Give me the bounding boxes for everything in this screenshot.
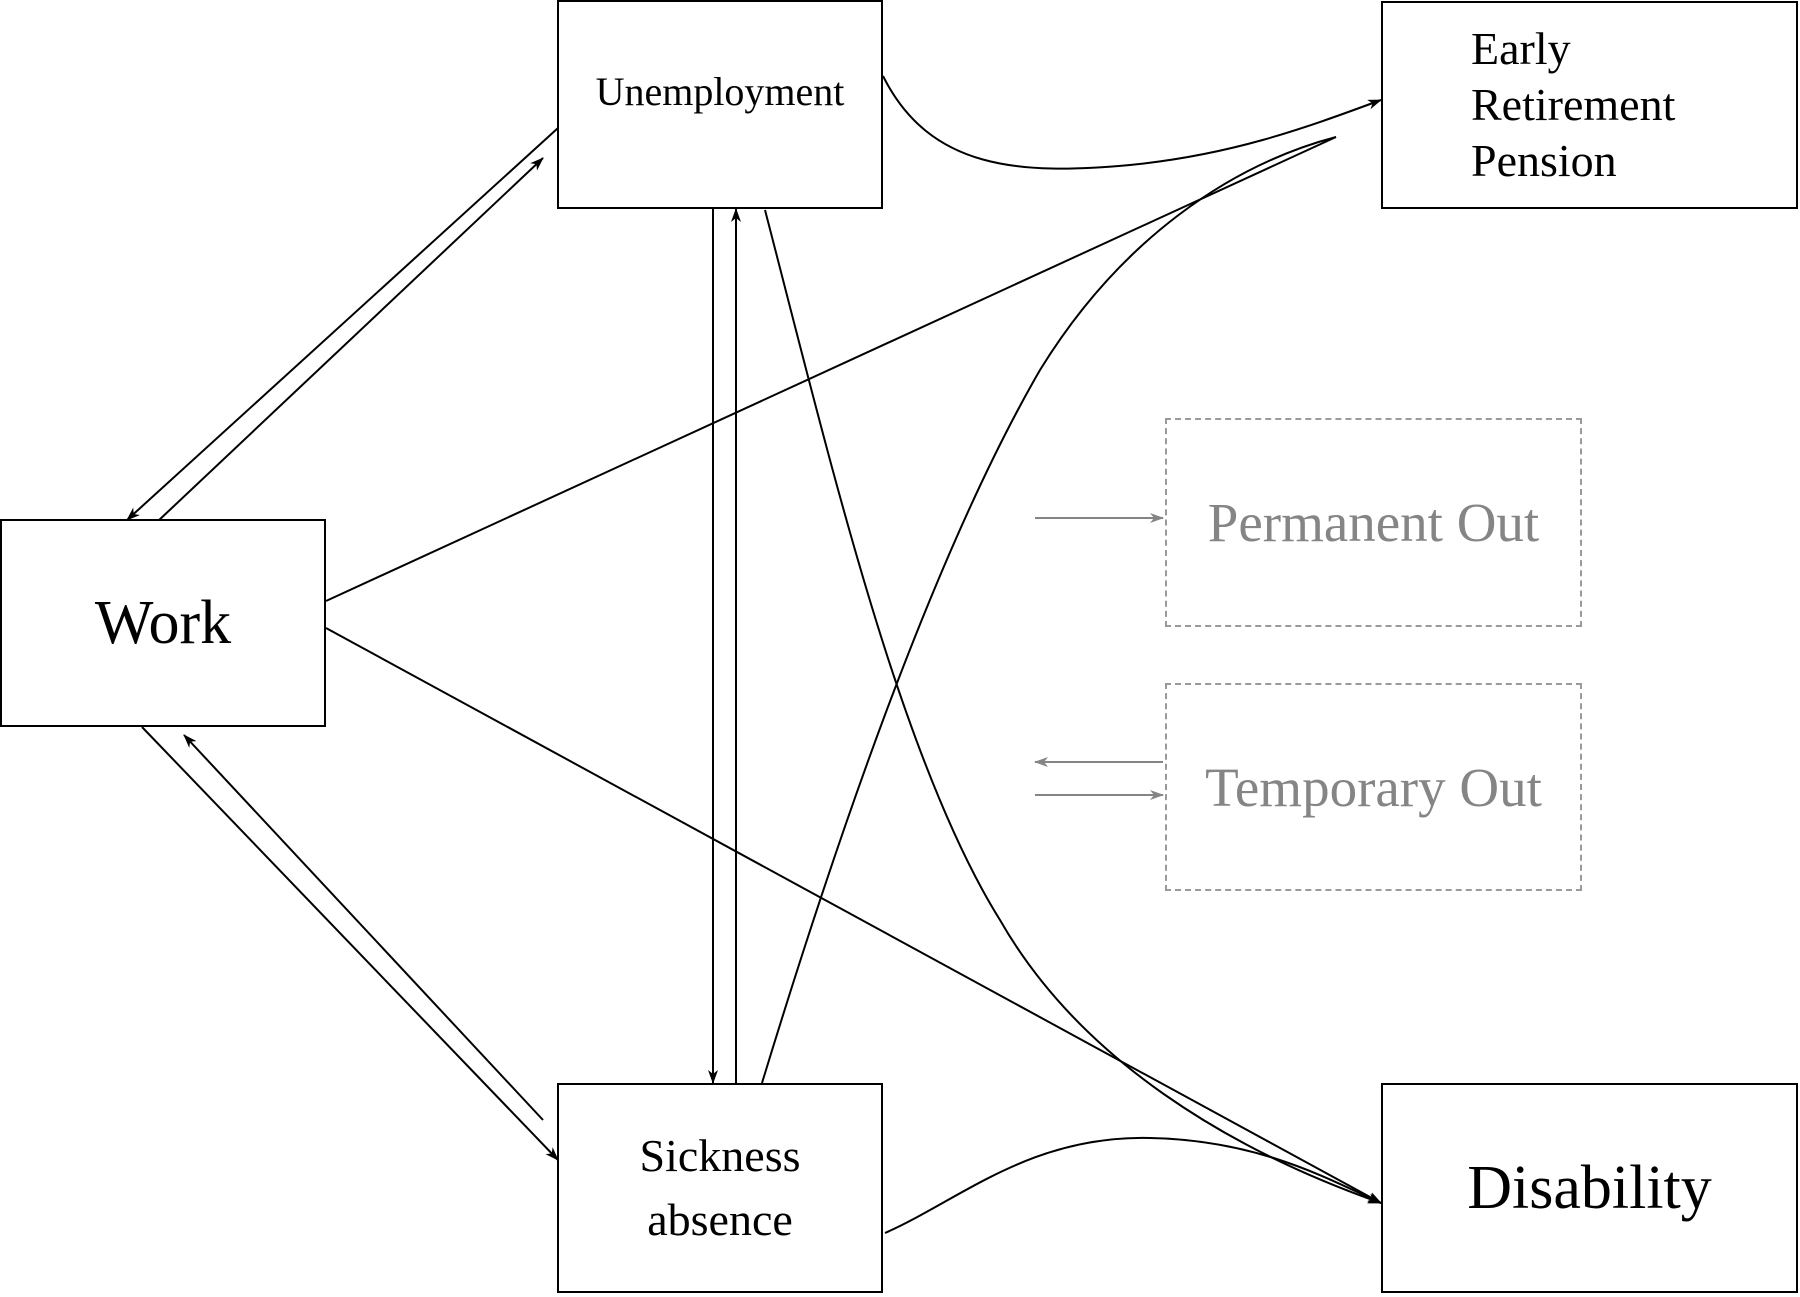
arrow-work-to-unemployment	[156, 157, 544, 523]
work-node: Work	[0, 519, 326, 727]
early-retirement-line-1: Early	[1471, 22, 1571, 74]
early-retirement-node: Early Retirement Pension	[1381, 1, 1798, 209]
legend-temporary-out: Temporary Out	[1165, 683, 1582, 891]
legend-permanent-label: Permanent Out	[1207, 492, 1540, 553]
arrow-sickness-to-work	[183, 734, 544, 1121]
arrow-unemployment-to-work	[126, 127, 559, 521]
legend-permanent-out: Permanent Out	[1165, 418, 1582, 627]
early-retirement-line-3: Pension	[1471, 135, 1617, 187]
legend-temporary-label: Temporary Out	[1205, 756, 1542, 818]
disability-label: Disability	[1467, 1153, 1712, 1222]
arrow-unemployment-to-disability	[764, 209, 1382, 1204]
early-retirement-line-2: Retirement	[1471, 78, 1676, 130]
sickness-absence-node: Sickness absence	[557, 1083, 883, 1293]
arrow-work-to-disability	[325, 627, 1382, 1204]
arrow-unemployment-to-early-retirement	[882, 75, 1382, 170]
unemployment-node: Unemployment	[557, 0, 883, 209]
disability-node: Disability	[1381, 1083, 1798, 1293]
arrow-work-to-early-retirement	[325, 136, 1337, 602]
sickness-line-2: absence	[647, 1194, 793, 1245]
arrow-sickness-to-disability	[884, 1136, 1382, 1234]
arrow-sickness-to-early-retirement	[761, 136, 1337, 1084]
unemployment-label: Unemployment	[595, 69, 845, 114]
early-retirement-label: Early Retirement Pension	[1471, 21, 1675, 189]
arrow-work-to-sickness	[141, 726, 559, 1161]
work-label: Work	[94, 588, 232, 657]
sickness-line-1: Sickness	[639, 1129, 801, 1181]
sickness-absence-label: Sickness absence	[640, 1124, 801, 1253]
